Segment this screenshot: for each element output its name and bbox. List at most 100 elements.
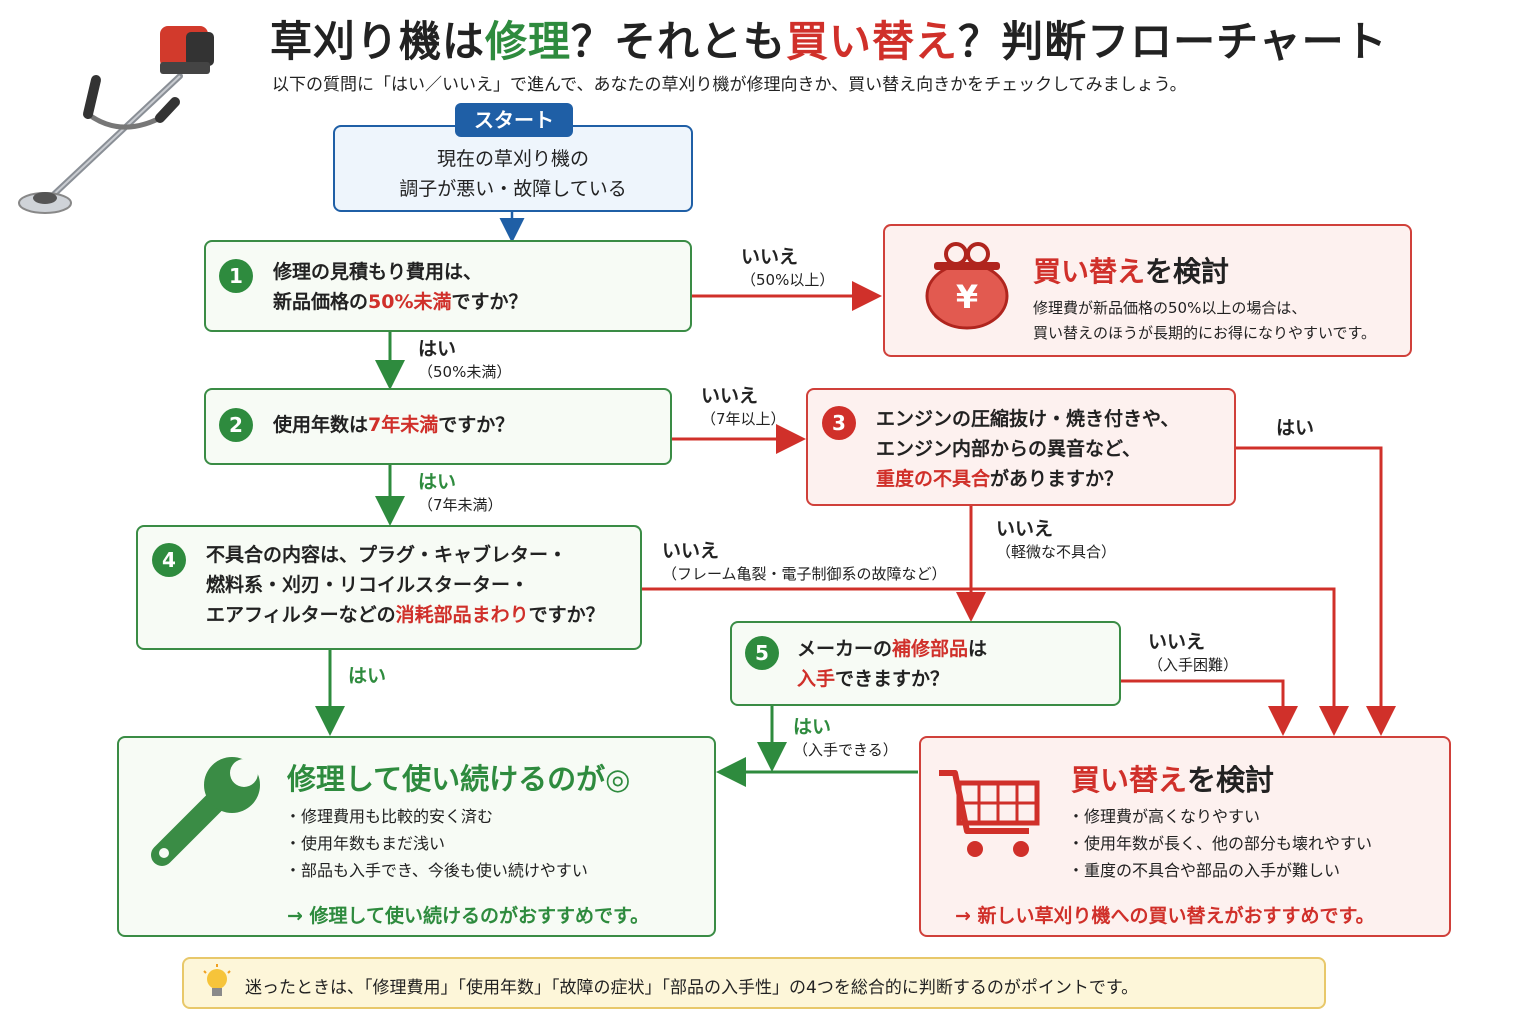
svg-text:¥: ¥ — [956, 278, 978, 316]
q5-line: メーカーの — [797, 638, 893, 660]
q1-line: 修理の見積もり費用は、 — [273, 261, 483, 283]
question-2-box — [204, 388, 672, 465]
label-q1-yes: はい （50%未満） — [418, 339, 511, 382]
list-item: 部品も入手でき、今後も使い続けやすい — [285, 857, 588, 884]
start-line: 調子が悪い・故障している — [399, 178, 627, 200]
repair-title: 修理して使い続けるのが◎ — [287, 756, 630, 798]
start-text: 現在の草刈り機の 調子が悪い・故障している — [333, 144, 693, 204]
label-main: はい — [418, 338, 457, 360]
list-item: 修理費用も比較的安く済む — [285, 803, 588, 830]
q2-part: ですか？ — [438, 414, 515, 436]
replace-title-red: 買い替え — [1071, 763, 1188, 797]
label-main: いいえ — [662, 540, 720, 562]
replace-top-title-rest: を検討 — [1145, 255, 1230, 288]
label-main: いいえ — [741, 246, 799, 268]
label-q2-yes: はい （7年未満） — [418, 472, 503, 515]
step-number-5: 5 — [745, 636, 779, 670]
replace-title: 買い替えを検討 — [1071, 757, 1274, 799]
start-line: 現在の草刈り機の — [436, 148, 589, 170]
label-q2-no: いいえ （7年以上） — [701, 386, 786, 429]
label-sub: （7年以上） — [701, 410, 786, 428]
label-q5-no: いいえ （入手困難） — [1148, 632, 1238, 675]
label-main: はい — [418, 471, 457, 493]
tip-text: 迷ったときは、「修理費用」「使用年数」「故障の症状」「部品の入手性」の4つを総合… — [245, 978, 1139, 998]
label-sub: （50%以上） — [741, 271, 835, 289]
title-replace: 買い替え — [786, 17, 959, 66]
label-sub: （入手困難） — [1148, 656, 1239, 674]
label-q3-no: いいえ（軽微な不具合） — [996, 519, 1116, 562]
replace-top-title-red: 買い替え — [1033, 255, 1146, 288]
q3-line: がありますか？ — [990, 468, 1124, 490]
label-sub: （入手できる） — [793, 741, 898, 759]
desc-line: 買い替えのほうが長期的にお得になりやすいです。 — [1033, 324, 1377, 342]
q3-line: エンジンの圧縮抜け・焼き付きや、 — [876, 408, 1180, 430]
question-5-text: メーカーの補修部品は 入手できますか？ — [797, 634, 987, 694]
replace-top-desc: 修理費が新品価格の50%以上の場合は、 買い替えのほうが長期的にお得になりやすい… — [1033, 296, 1376, 346]
question-5-box — [730, 621, 1121, 706]
label-sub: （50%未満） — [418, 363, 512, 381]
title-part: ？それとも — [571, 17, 787, 66]
q5-highlight: 補修部品 — [892, 638, 969, 660]
q4-line: 不具合の内容は、プラグ・キャブレター・ — [206, 544, 568, 566]
desc-line: 修理費が新品価格の50%以上の場合は、 — [1033, 299, 1307, 317]
repair-points: 修理費用も比較的安く済む 使用年数もまだ浅い 部品も入手でき、今後も使い続けやす… — [285, 803, 588, 884]
label-q1-no: いいえ （50%以上） — [741, 247, 834, 290]
q3-highlight: 重度の不具合 — [876, 468, 991, 490]
label-q4-no: いいえ （フレーム亀裂・電子制御系の故障など） — [662, 541, 947, 584]
step-number-4: 4 — [152, 543, 186, 577]
step-number-2: 2 — [219, 408, 253, 442]
question-2-text: 使用年数は7年未満ですか？ — [273, 410, 514, 440]
question-4-box — [136, 525, 642, 650]
label-q4-yes: はい — [348, 665, 387, 687]
label-sub: （7年未満） — [418, 496, 503, 514]
repair-title-rest: のが◎ — [547, 762, 631, 796]
page-title: 草刈り機は修理？それとも買い替え？判断フローチャート — [270, 8, 1388, 69]
q5-line: できますか？ — [835, 668, 950, 690]
replace-conclusion: → 新しい草刈り機への買い替えがおすすめです。 — [955, 905, 1375, 927]
label-q3-yes: はい — [1276, 417, 1315, 439]
repair-conclusion: → 修理して使い続けるのがおすすめです。 — [287, 905, 650, 927]
question-3-box — [806, 388, 1236, 506]
q2-highlight: 7年未満 — [368, 414, 439, 436]
lightbulb-icon — [203, 964, 231, 996]
q5-line: は — [968, 638, 988, 660]
page-subtitle: 以下の質問に「はい／いいえ」で進んで、あなたの草刈り機が修理向きか、買い替え向き… — [272, 75, 1187, 95]
tip-box — [182, 957, 1326, 1009]
q4-highlight: 消耗部品まわり — [395, 604, 529, 626]
question-3-text: エンジンの圧縮抜け・焼き付きや、 エンジン内部からの異音など、 重度の不具合があ… — [876, 404, 1179, 494]
title-part: 草刈り機は — [270, 17, 486, 66]
start-node — [333, 125, 693, 212]
q4-line: エアフィルターなどの — [206, 604, 396, 626]
q5-highlight: 入手 — [797, 668, 836, 690]
step-number-1: 1 — [219, 259, 253, 293]
q1-line: ですか？ — [451, 291, 528, 313]
list-item: 修理費が高くなりやすい — [1068, 803, 1372, 830]
q4-line: ですか？ — [528, 604, 605, 626]
label-q5-yes: はい （入手できる） — [793, 717, 898, 760]
q1-highlight: 50%未満 — [368, 291, 452, 313]
list-item: 使用年数もまだ浅い — [285, 830, 588, 857]
step-number-3: 3 — [822, 406, 856, 440]
question-1-text: 修理の見積もり費用は、 新品価格の50%未満ですか？ — [273, 257, 528, 317]
list-item: 使用年数が長く、他の部分も壊れやすい — [1068, 830, 1372, 857]
label-main: いいえ — [701, 385, 759, 407]
q4-line: 燃料系・刈刃・リコイルスターター・ — [206, 574, 530, 596]
label-main: いいえ — [1148, 631, 1206, 653]
title-repair: 修理 — [485, 17, 572, 66]
replace-title-rest: を検討 — [1187, 763, 1275, 797]
label-sub: （フレーム亀裂・電子制御系の故障など） — [662, 565, 947, 583]
label-sub: （軽微な不具合） — [996, 543, 1117, 561]
shopping-cart-icon — [939, 770, 1040, 857]
list-item: 重度の不具合や部品の入手が難しい — [1068, 857, 1372, 884]
label-main: はい — [793, 716, 832, 738]
repair-title-green: 修理して使い続ける — [287, 762, 548, 796]
q1-line: 新品価格の — [273, 291, 369, 313]
wrench-icon — [151, 757, 260, 866]
coin-purse-icon: ¥ — [925, 242, 1009, 330]
start-badge: スタート — [455, 103, 573, 137]
replace-points: 修理費が高くなりやすい 使用年数が長く、他の部分も壊れやすい 重度の不具合や部品… — [1068, 803, 1372, 884]
q2-part: 使用年数は — [273, 414, 369, 436]
question-4-text: 不具合の内容は、プラグ・キャブレター・ 燃料系・刈刃・リコイルスターター・ エア… — [206, 540, 605, 630]
q3-line: エンジン内部からの異音など、 — [876, 438, 1142, 460]
